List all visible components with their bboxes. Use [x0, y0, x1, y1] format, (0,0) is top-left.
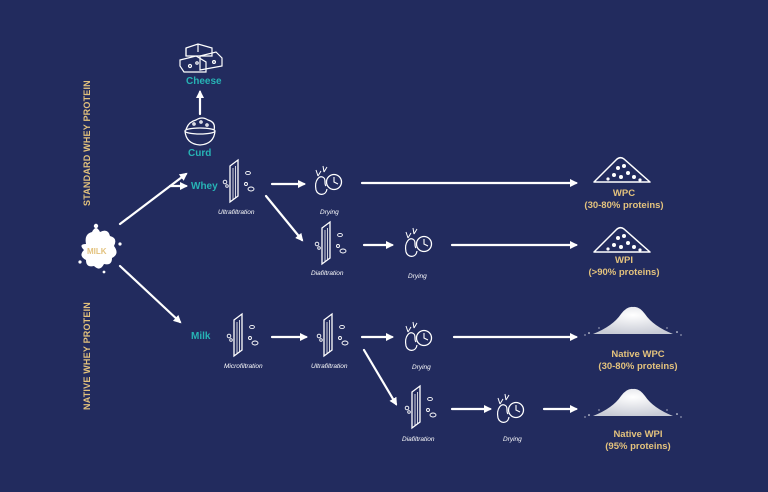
step-drying-2: Drying [408, 273, 427, 280]
product-wpi-name: WPI [615, 255, 633, 266]
step-ultrafiltration-1: Ultrafiltration [218, 209, 255, 216]
step-drying-3: Drying [412, 364, 431, 371]
filter-membrane-icon [404, 385, 437, 429]
product-wpc-name: WPC [612, 188, 636, 199]
product-native-wpc: Native WPC (30-80% proteins) [583, 349, 693, 373]
product-wpi: WPI (>90% proteins) [574, 255, 674, 279]
step-ultrafiltration-2: Ultrafiltration [311, 363, 348, 370]
side-label-native: NATIVE WHEY PROTEIN [82, 302, 92, 410]
step-drying-4: Drying [503, 436, 522, 443]
drying-icon [404, 321, 433, 352]
product-wpc-spec: (30-80% proteins) [584, 200, 664, 211]
powder-pile-icon [584, 388, 682, 418]
product-wpc: WPC (30-80% proteins) [574, 188, 674, 212]
arrow-milk-to-nativemilk [118, 264, 182, 324]
product-native-wpi: Native WPI (95% proteins) [583, 429, 693, 453]
drying-icon [496, 393, 525, 424]
product-native-wpi-name: Native WPI [613, 429, 663, 440]
drying-icon [404, 227, 433, 258]
filter-membrane-icon [222, 159, 255, 203]
cheese-icon [179, 43, 223, 73]
filter-membrane-icon [226, 313, 259, 357]
drying-icon [314, 165, 343, 196]
step-drying-1: Drying [320, 209, 339, 216]
cheese-label: Cheese [186, 76, 222, 87]
product-wpi-spec: (>90% proteins) [588, 267, 660, 278]
powder-pile-icon [593, 226, 651, 253]
flow-arrows [118, 90, 578, 413]
curd-bowl-icon [184, 117, 216, 146]
step-diafiltration-1: Diafiltration [311, 270, 344, 277]
filter-membrane-icon [314, 221, 347, 265]
side-label-standard: STANDARD WHEY PROTEIN [82, 80, 92, 206]
whey-label: Whey [191, 181, 218, 192]
native-milk-label: Milk [191, 331, 211, 342]
powder-pile-icon [593, 156, 651, 183]
milk-splash-label: MILK [87, 247, 107, 256]
product-native-wpi-spec: (95% proteins) [605, 441, 671, 452]
product-native-wpc-name: Native WPC [611, 349, 665, 360]
curd-label: Curd [188, 148, 212, 159]
step-diafiltration-2: Diafiltration [402, 436, 435, 443]
arrow-uf1-to-diaf1 [264, 194, 304, 242]
arrow-uf2-to-diaf2 [362, 348, 398, 406]
powder-pile-icon [584, 306, 682, 336]
milk-splash-icon [78, 223, 122, 274]
step-microfiltration: Microfiltration [224, 363, 263, 370]
filter-membrane-icon [316, 313, 349, 357]
product-native-wpc-spec: (30-80% proteins) [598, 361, 678, 372]
arrow-milk-to-whey [118, 172, 188, 226]
